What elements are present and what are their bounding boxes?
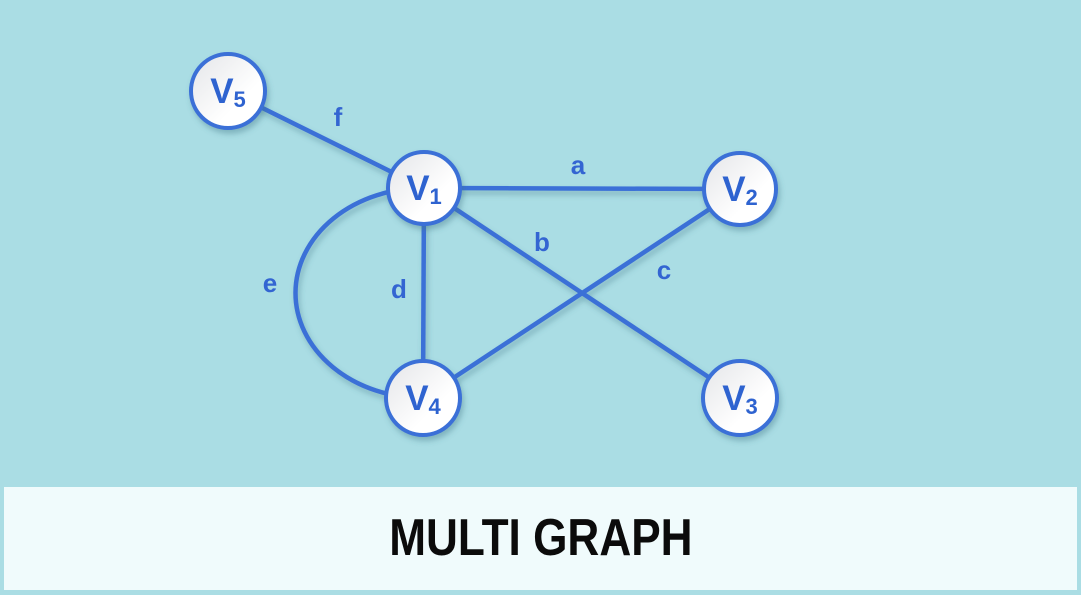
- edge-e: [293, 185, 425, 401]
- node-v3: V3: [701, 359, 779, 437]
- node-v1-circle: [386, 150, 462, 226]
- node-v2: V2: [702, 151, 778, 227]
- node-v2-circle: [702, 151, 778, 227]
- edges: [227, 88, 742, 401]
- node-v5-circle: [189, 52, 267, 130]
- node-v4: V4: [384, 359, 462, 437]
- edge-label-f: f: [334, 102, 343, 132]
- edge-label-b: b: [534, 227, 550, 257]
- node-v3-label: V3: [722, 379, 758, 419]
- node-v1-label: V1: [406, 169, 442, 209]
- edge-a: [423, 185, 741, 192]
- edge-label-c: c: [657, 255, 671, 285]
- edge-c: [421, 187, 742, 400]
- edge-labels: a b c d e f: [263, 102, 671, 304]
- node-v3-circle: [701, 359, 779, 437]
- node-v5: V5: [189, 52, 267, 130]
- node-v4-circle: [384, 359, 462, 437]
- edge-label-a: a: [571, 150, 586, 180]
- nodes: V5 V1 V2 V3 V4: [189, 52, 779, 437]
- title-banner: MULTI GRAPH: [4, 487, 1077, 590]
- page-title: MULTI GRAPH: [388, 509, 693, 568]
- node-v2-label: V2: [722, 170, 758, 210]
- edge-label-d: d: [391, 274, 407, 304]
- graph-canvas: V5 V1 V2 V3 V4 a b c d: [189, 52, 779, 437]
- node-v1: V1: [386, 150, 462, 226]
- node-v4-label: V4: [405, 379, 441, 419]
- edge-label-e: e: [263, 268, 277, 298]
- node-v5-label: V5: [210, 72, 246, 112]
